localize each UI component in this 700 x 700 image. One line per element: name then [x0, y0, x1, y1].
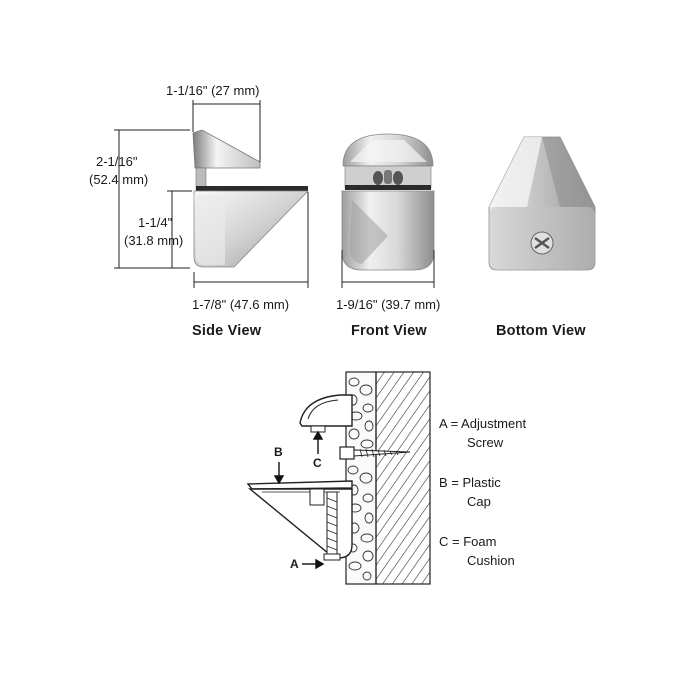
- bottom-view-caption: Bottom View: [496, 323, 586, 339]
- legend-item-label: C = Foam: [439, 534, 497, 549]
- legend-item-label-cont: Cap: [467, 494, 491, 509]
- total-height-dimension-in: 2-1/16": [96, 154, 138, 169]
- front-dimension-lines: [341, 250, 435, 288]
- legend-item-foam-cushion: C = Foam Cushion: [439, 532, 515, 570]
- legend-item-label: A = Adjustment: [439, 416, 527, 431]
- front-width-dimension: 1-9/16" (39.7 mm): [336, 297, 441, 312]
- legend-item-label-cont: Cushion: [467, 553, 515, 568]
- depth-dimension: 1-7/8" (47.6 mm): [192, 297, 290, 312]
- bottom-view-drawing: [488, 136, 596, 271]
- front-view-caption: Front View: [351, 323, 427, 339]
- legend-item-plastic-cap: B = Plastic Cap: [439, 473, 501, 511]
- lower-height-dimension-mm: (31.8 mm): [124, 233, 184, 248]
- legend-item-label: B = Plastic: [439, 475, 501, 490]
- callout-arrows: [273, 430, 325, 570]
- legend-item-label-cont: Screw: [467, 435, 504, 450]
- side-dimension-lines: [114, 100, 309, 288]
- side-view-caption: Side View: [192, 323, 262, 339]
- side-view-drawing: [192, 129, 309, 268]
- callout-c-letter: C: [313, 456, 322, 470]
- lower-height-dimension-in: 1-1/4": [138, 215, 173, 230]
- legend-item-adjustment-screw: A = Adjustment Screw: [439, 414, 526, 452]
- front-view-drawing: [341, 133, 435, 271]
- total-height-dimension-mm: (52.4 mm): [89, 172, 149, 187]
- installation-section: [246, 371, 431, 585]
- callout-b-letter: B: [274, 445, 283, 459]
- top-width-dimension: 1-1/16" (27 mm): [166, 83, 260, 98]
- callout-a-letter: A: [290, 557, 299, 571]
